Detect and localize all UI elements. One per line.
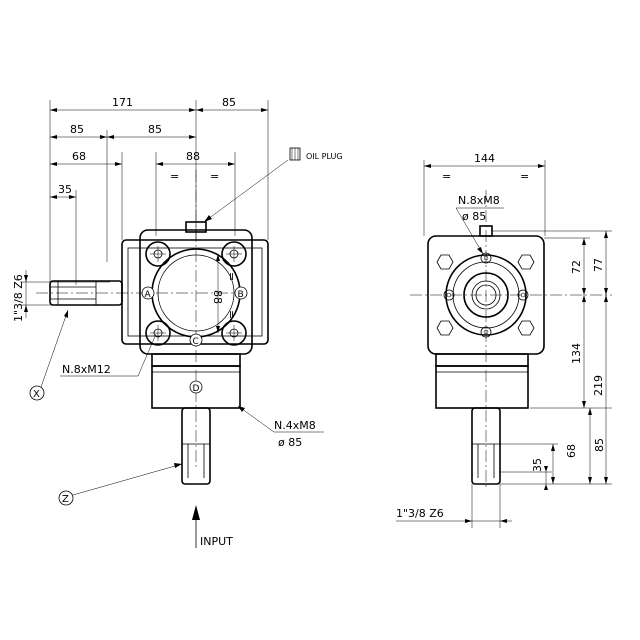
- left-dimension-arrows: [50, 108, 268, 199]
- input-arrow: INPUT: [192, 505, 233, 548]
- dim-144-group: 144 = =: [423, 152, 546, 236]
- dim-72: 72: [570, 260, 583, 274]
- oil-plug-label: OIL PLUG: [306, 152, 343, 161]
- n8xm12-label: N.8xM12: [62, 363, 111, 376]
- equal-mark: =: [225, 272, 238, 281]
- n8xm8-label: N.8xM8: [458, 194, 500, 207]
- equal-mark: =: [170, 170, 179, 183]
- dim-77: 77: [592, 258, 605, 272]
- svg-text:C: C: [193, 337, 199, 347]
- right-vertical-dims: 77 72 134 219 85 68: [492, 230, 612, 490]
- dim-68-right: 68: [565, 444, 578, 458]
- equal-mark: =: [210, 170, 219, 183]
- dim-134: 134: [570, 343, 583, 364]
- spline-label-left: 1"3/8 Z6: [12, 274, 25, 322]
- right-gearbox-body: [410, 190, 612, 490]
- left-horizontal-shaft: [36, 280, 240, 306]
- marker-z: Z: [62, 494, 69, 505]
- marker-a: A: [141, 286, 155, 300]
- dim-219: 219: [592, 375, 605, 396]
- dim-85-a: 85: [70, 123, 84, 136]
- center-88-dim: 88 = =: [211, 254, 238, 333]
- marker-c: C: [189, 333, 203, 347]
- bolt-holes: [150, 246, 242, 341]
- dim-85-right: 85: [593, 438, 606, 452]
- input-label: INPUT: [200, 535, 233, 548]
- dim-85-b: 85: [148, 123, 162, 136]
- dia85-label-right: ø 85: [462, 210, 486, 223]
- left-spline-dimension: 1"3/8 Z6: [12, 270, 110, 322]
- svg-text:A: A: [145, 290, 152, 300]
- svg-text:D: D: [193, 384, 200, 394]
- right-view: 144 = = N.8xM8 ø 85: [396, 152, 612, 528]
- left-gearbox-body: [121, 170, 269, 470]
- dim-88-center: 88: [211, 290, 224, 304]
- n8xm8-leader: N.8xM8 ø 85: [455, 194, 504, 255]
- right-spline-dimension: 1"3/8 Z6: [396, 484, 512, 528]
- z-leader: Z: [58, 463, 183, 506]
- equal-mark: =: [520, 170, 529, 183]
- oil-plug: OIL PLUG: [203, 147, 343, 223]
- dia85-label: ø 85: [278, 436, 302, 449]
- dim-144: 144: [474, 152, 495, 165]
- dim-35: 35: [58, 183, 72, 196]
- left-extension-lines: [49, 100, 269, 285]
- marker-b: B: [234, 286, 248, 300]
- hex-bolts: [436, 254, 535, 336]
- spline-label-right: 1"3/8 Z6: [396, 507, 444, 520]
- n4xm8-label: N.4xM8: [274, 419, 316, 432]
- equal-mark: =: [225, 310, 238, 319]
- left-view: 171 85 85 85 68 88 35 = = 1"3/8 Z6: [12, 96, 343, 548]
- svg-text:B: B: [238, 290, 244, 300]
- dim-88-top: 88: [186, 150, 200, 163]
- dim-85-top-right: 85: [222, 96, 236, 109]
- dim-35-right: 35: [531, 458, 544, 472]
- x-leader: X N.8xM12: [29, 309, 157, 401]
- equal-mark: =: [442, 170, 451, 183]
- marker-x: X: [33, 389, 40, 400]
- marker-d: D: [189, 380, 203, 394]
- dim-171: 171: [112, 96, 133, 109]
- dim-68: 68: [72, 150, 86, 163]
- left-vertical-shaft: [181, 407, 211, 485]
- n4xm8-leader: N.4xM8 ø 85: [237, 405, 324, 449]
